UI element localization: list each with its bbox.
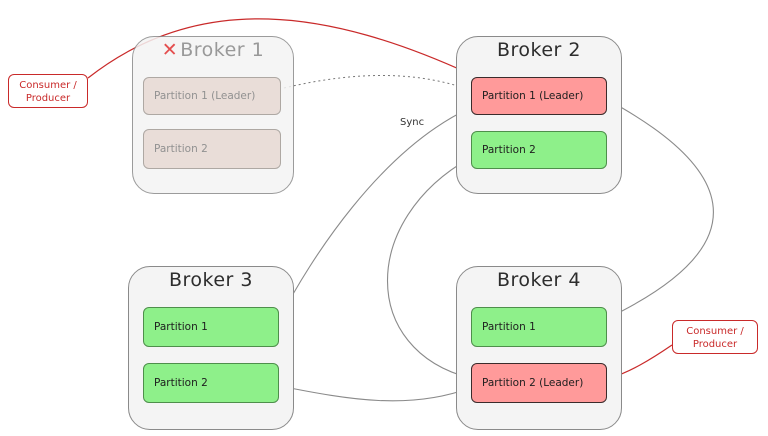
sync-dotted-line xyxy=(283,75,471,91)
broker-title: ✕Broker 1 xyxy=(161,39,265,61)
consumer-producer-client-1: Consumer / Producer xyxy=(8,74,88,108)
b2p1-to-b4p1-arrow xyxy=(608,99,714,318)
partition-1: Partition 1 xyxy=(471,307,607,347)
partition-2-leader: Partition 2 (Leader) xyxy=(471,363,607,403)
broker-3: Broker 3 Partition 1 Partition 2 xyxy=(128,266,294,430)
broker-2: Broker 2 Partition 1 (Leader) Partition … xyxy=(456,36,622,194)
broker-1: ✕Broker 1 Partition 1 (Leader) Partition… xyxy=(132,36,294,194)
b4p2-to-b3p2-arrow xyxy=(280,386,471,402)
partition-1-leader: Partition 1 (Leader) xyxy=(471,77,607,115)
consumer-producer-client-2: Consumer / Producer xyxy=(672,320,758,354)
partition-2: Partition 2 xyxy=(143,363,279,403)
partition-1: Partition 1 xyxy=(143,307,279,347)
broker-title: Broker 3 xyxy=(168,269,253,291)
failed-x-icon: ✕ xyxy=(161,39,179,61)
b2p1-to-b3p1-arrow xyxy=(280,107,471,318)
sync-label: Sync xyxy=(400,117,425,128)
partition-1-leader: Partition 1 (Leader) xyxy=(143,77,281,115)
b4p2-to-b2p2-arrow xyxy=(386,158,471,379)
broker-title: Broker 2 xyxy=(496,39,581,61)
broker-4: Broker 4 Partition 1 Partition 2 (Leader… xyxy=(456,266,622,430)
partition-2: Partition 2 xyxy=(143,129,281,169)
broker-title: Broker 4 xyxy=(496,269,581,291)
partition-2: Partition 2 xyxy=(471,131,607,169)
